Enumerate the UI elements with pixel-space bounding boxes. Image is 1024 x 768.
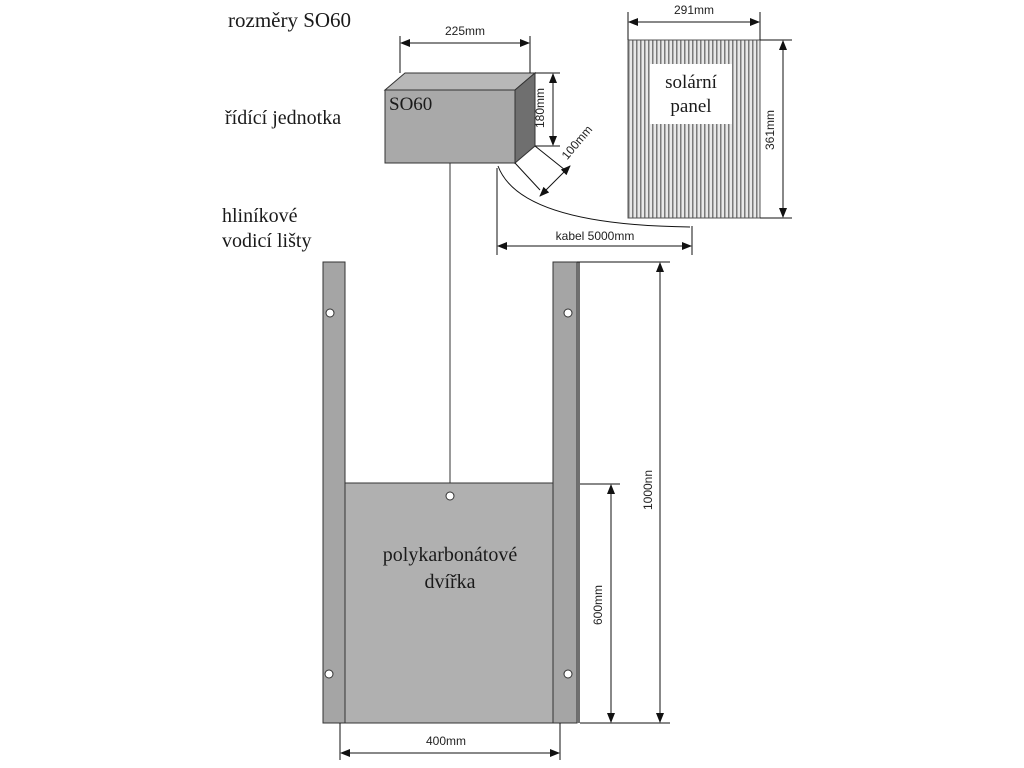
cable-length: kabel 5000mm <box>556 229 635 243</box>
diagram-title: rozměry SO60 <box>228 8 351 32</box>
rails-label-2: vodicí lišty <box>222 230 311 252</box>
door-width: 400mm <box>426 734 466 748</box>
door-label-2: dvířka <box>424 571 475 593</box>
control-unit-depth: 100mm <box>559 123 595 163</box>
control-unit: SO60 <box>383 71 537 165</box>
control-unit-name: SO60 <box>389 94 432 115</box>
solar-panel: solární panel <box>627 39 761 219</box>
control-unit-width: 225mm <box>445 24 485 38</box>
door-hole <box>445 491 455 501</box>
control-unit-label: řídící jednotka <box>225 107 341 129</box>
rails-label-1: hliníkové <box>222 205 298 227</box>
rails-height: 1000nn <box>641 470 655 510</box>
solar-panel-label-1: solární <box>665 72 717 93</box>
control-unit-height: 180mm <box>533 88 547 128</box>
door: polykarbonátové dvířka <box>344 482 558 724</box>
door-label-1: polykarbonátové <box>383 544 518 566</box>
solar-panel-label-2: panel <box>670 96 711 117</box>
left-rail <box>322 261 346 724</box>
solar-panel-width: 291mm <box>674 3 714 17</box>
solar-panel-height: 361mm <box>763 110 777 150</box>
cable <box>497 165 691 228</box>
right-rail <box>552 261 580 724</box>
door-height: 600mm <box>591 585 605 625</box>
